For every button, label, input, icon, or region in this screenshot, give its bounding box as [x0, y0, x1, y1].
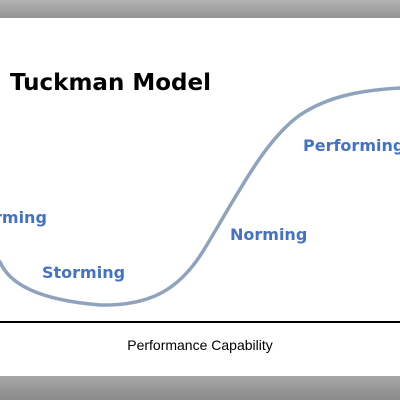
tuckman-curve-line [0, 86, 400, 307]
stage-label-norming: Norming [230, 225, 308, 244]
slide-title: Tuckman Model [10, 70, 211, 96]
stage-label-performing: Performing [303, 136, 400, 155]
slide-canvas [0, 18, 400, 376]
bottom-border [0, 376, 400, 400]
stage-label-forming: rming [0, 208, 47, 227]
axis-baseline [0, 321, 400, 323]
axis-label: Performance Capability [127, 337, 273, 353]
top-border [0, 0, 400, 20]
stage-label-storming: Storming [42, 263, 126, 282]
